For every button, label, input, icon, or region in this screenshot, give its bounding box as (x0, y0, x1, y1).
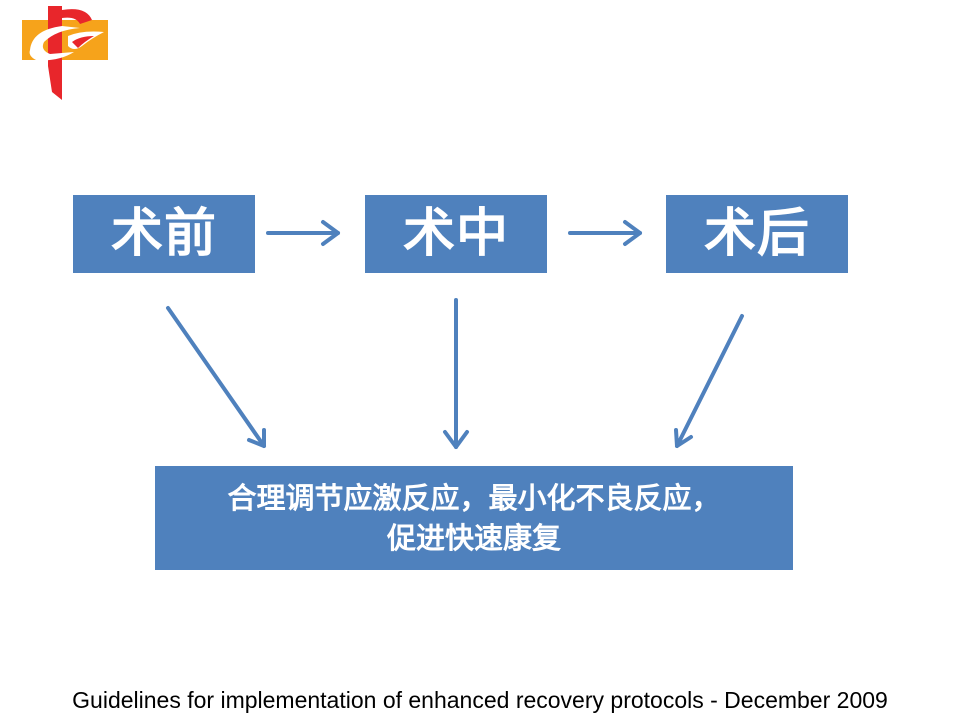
result-line-1: 合理调节应激反应，最小化不良反应， (227, 481, 721, 515)
arrow-post-to-result (674, 314, 744, 448)
arrow-pre-to-result (166, 306, 266, 448)
stage-box-intraoperative: 术中 (365, 195, 547, 273)
arrow-intra-to-result (443, 298, 469, 449)
stage-box-preoperative: 术前 (73, 195, 255, 273)
logo-icon (22, 6, 108, 100)
stage-box-postoperative: 术后 (666, 195, 848, 273)
result-line-2: 促进快速康复 (386, 521, 561, 555)
arrow-pre-to-intra (266, 220, 340, 246)
footer-citation: Guidelines for implementation of enhance… (72, 687, 888, 713)
arrow-intra-to-post (568, 220, 642, 246)
result-box: 合理调节应激反应，最小化不良反应， 促进快速康复 (155, 466, 793, 570)
